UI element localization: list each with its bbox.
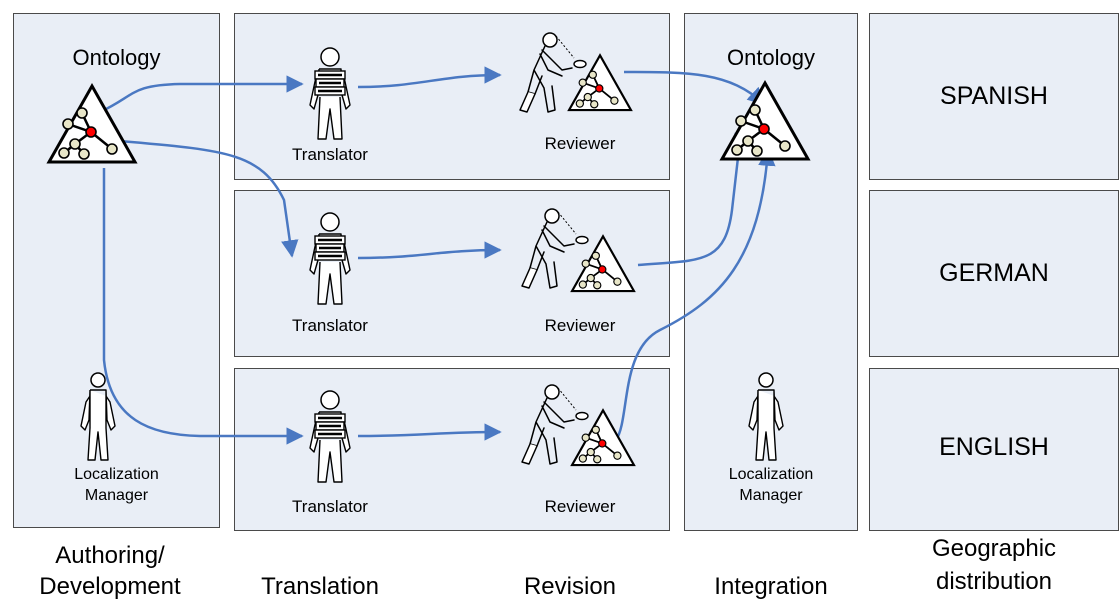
- integration-ontology-label: Ontology: [726, 45, 816, 70]
- authoring-panel: [13, 13, 220, 528]
- stage-distribution-label-line2: distribution: [935, 568, 1053, 595]
- authoring-ontology-label: Ontology: [72, 45, 161, 70]
- translator-label: Translator: [292, 497, 368, 516]
- authoring-manager-label-line1: Localization: [74, 466, 159, 483]
- english-panel: [869, 368, 1119, 531]
- arrow-reviewer-2-to-integration: [637, 132, 754, 267]
- stage-translation-label: Translation: [261, 573, 379, 600]
- german-panel: [869, 190, 1119, 357]
- integration-manager-label-line1: Localization: [728, 466, 814, 483]
- arrow-translator-2-to-reviewer-2: [357, 241, 502, 260]
- arrow-reviewer-3-to-integration: [614, 148, 776, 441]
- integration-manager-label-line2: Manager: [739, 487, 803, 504]
- translator-label: Translator: [292, 145, 368, 164]
- arrow-onto-to-translator-2: [107, 138, 299, 258]
- reviewer-person-icon: [521, 208, 589, 289]
- stage-integration-label: Integration: [714, 573, 828, 600]
- ontology-triangle-icon: [47, 84, 137, 164]
- arrow-onto-to-translator-3: [102, 168, 304, 445]
- arrow-onto-to-translator-1: [99, 75, 304, 114]
- stage-authoring-label-line2: Development: [39, 573, 181, 600]
- stage-revision-label: Revision: [523, 573, 617, 600]
- workflow-arrows: [99, 66, 776, 445]
- arrow-translator-1-to-reviewer-1: [357, 66, 502, 89]
- ontology-triangle-icon: [720, 81, 810, 161]
- manager-person-icon: [748, 372, 784, 461]
- stage-authoring-label-line1: Authoring/: [55, 542, 165, 569]
- spanish-panel: [869, 13, 1119, 180]
- translator-person-icon: [308, 46, 352, 141]
- reviewer-label: Reviewer: [544, 134, 616, 153]
- translator-person-icon: [308, 211, 352, 306]
- reviewer-label: Reviewer: [544, 497, 616, 516]
- ontology-triangle-icon: [570, 235, 636, 293]
- reviewer-label: Reviewer: [544, 316, 616, 335]
- language-spanish-label: SPANISH: [940, 82, 1048, 110]
- authoring-manager-label-line2: Manager: [84, 487, 149, 504]
- stage-distribution-label-line1: Geographic: [931, 535, 1057, 562]
- translator-label: Translator: [292, 316, 368, 335]
- language-english-label: ENGLISH: [939, 433, 1049, 461]
- translator-person-icon: [308, 389, 352, 484]
- arrow-reviewer-1-to-integration: [623, 70, 766, 106]
- language-german-label: GERMAN: [939, 259, 1049, 287]
- arrow-translator-3-to-reviewer-3: [357, 423, 502, 441]
